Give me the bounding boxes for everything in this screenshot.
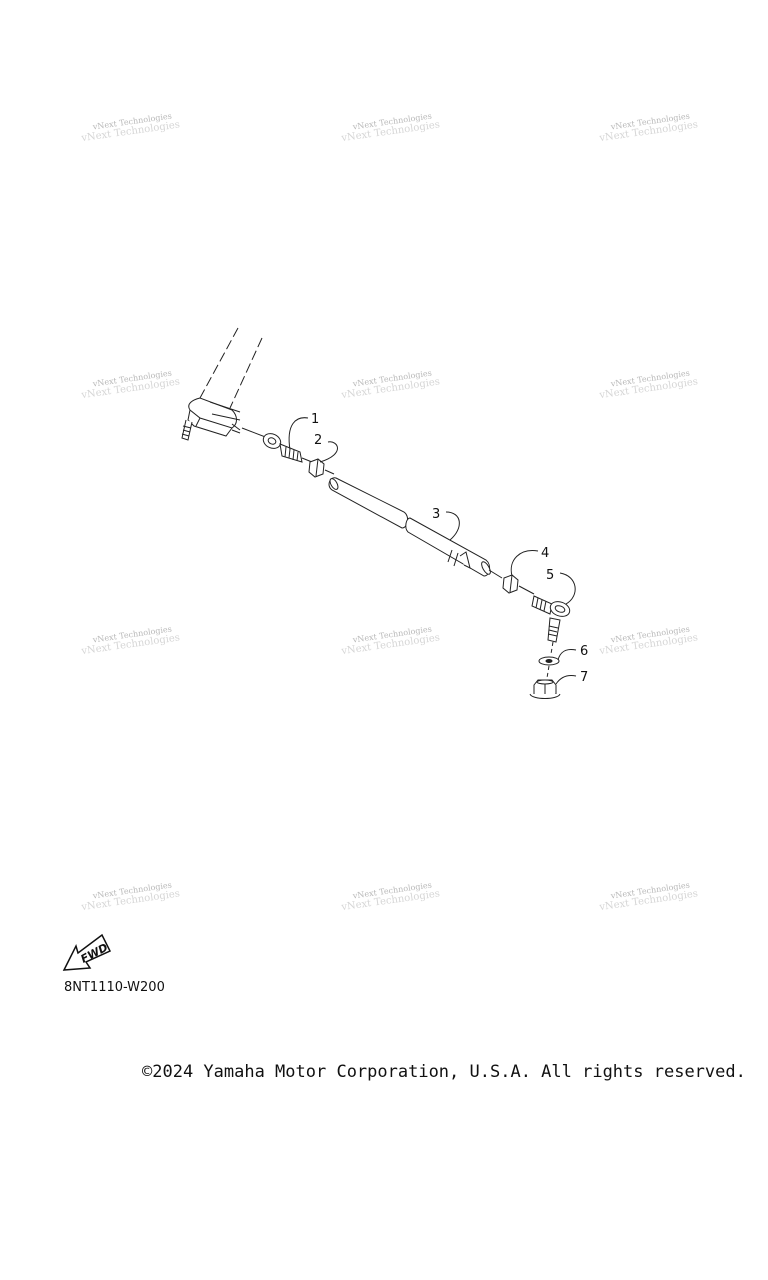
watermark: vNext Technologies vNext Technologies xyxy=(598,111,699,144)
leader-line-4 xyxy=(510,550,539,577)
watermark: vNext Technologies vNext Technologies xyxy=(340,880,441,913)
drawing-code: 8NT1110-W200 xyxy=(64,980,165,995)
watermark: vNext Technologies vNext Technologies xyxy=(598,368,699,401)
callout-7: 7 xyxy=(580,670,588,685)
leader-line-3 xyxy=(445,511,460,541)
watermark: vNext Technologies vNext Technologies xyxy=(598,880,699,913)
watermark: vNext Technologies vNext Technologies xyxy=(80,880,181,913)
washer xyxy=(538,656,560,679)
callout-5: 5 xyxy=(546,568,554,583)
watermark: vNext Technologies vNext Technologies xyxy=(80,111,181,144)
leader-line-5 xyxy=(559,572,576,605)
callout-4: 4 xyxy=(541,546,549,561)
leader-line-1 xyxy=(288,417,309,451)
watermark: vNext Technologies vNext Technologies xyxy=(80,368,181,401)
copyright-notice: ©2024 Yamaha Motor Corporation, U.S.A. A… xyxy=(142,1062,746,1082)
forward-arrow-icon xyxy=(62,933,112,971)
watermark: vNext Technologies vNext Technologies xyxy=(80,624,181,657)
watermark: vNext Technologies vNext Technologies xyxy=(340,624,441,657)
watermark: vNext Technologies vNext Technologies xyxy=(340,111,441,144)
callout-2: 2 xyxy=(314,433,322,448)
leader-lines xyxy=(288,417,577,685)
callout-numbers: 1 2 3 4 5 6 7 xyxy=(311,412,588,685)
tie-rod-shaft xyxy=(328,477,503,579)
tie-rod-end-inner xyxy=(241,427,313,463)
leader-line-2 xyxy=(319,441,338,463)
leader-line-6 xyxy=(557,649,577,661)
callout-6: 6 xyxy=(580,644,588,659)
callout-3: 3 xyxy=(432,507,440,522)
leader-line-7 xyxy=(555,675,577,685)
steering-knuckle xyxy=(181,327,263,441)
watermark: vNext Technologies vNext Technologies xyxy=(598,624,699,657)
lock-nut-inner xyxy=(308,458,335,478)
callout-1: 1 xyxy=(311,412,319,427)
watermark: vNext Technologies vNext Technologies xyxy=(340,368,441,401)
forward-arrow: FWD xyxy=(62,933,112,971)
tie-rod-end-outer xyxy=(531,595,571,655)
flange-nut xyxy=(529,679,561,699)
lock-nut-outer xyxy=(502,574,535,595)
